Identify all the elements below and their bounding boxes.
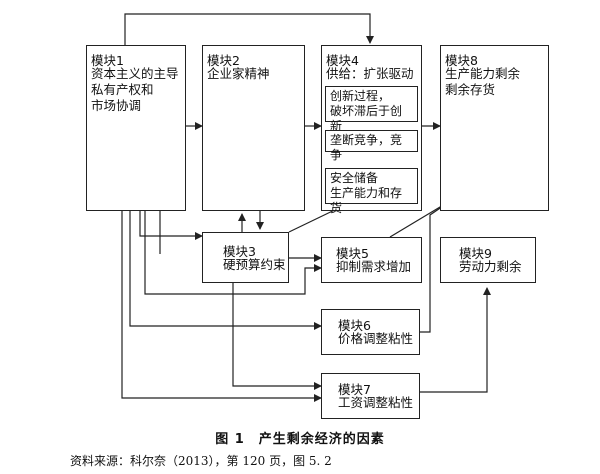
module-3-title: 模块3 [223, 244, 256, 259]
module-2-box: 模块2 企业家精神 [202, 45, 305, 211]
module-1-title: 模块1 [91, 53, 124, 68]
module-9-text: 劳动力剩余 [459, 259, 522, 274]
module-4-box: 模块4 供给：扩张驱动 创新过程， 破坏滞后于创新 垄断竞争，竞争 安全储备 生… [321, 45, 422, 215]
module-8-text: 生产能力剩余 剩余存货 [445, 66, 521, 97]
module-9-title: 模块9 [459, 246, 492, 261]
module-8-title: 模块8 [445, 53, 478, 68]
arrow-m1-to-m6b [129, 211, 322, 330]
module-7-box: 模块7 工资调整粘性 [321, 373, 420, 419]
module-3-box: 模块3 硬预算约束 [202, 232, 289, 283]
module-2-text: 企业家精神 [207, 66, 270, 81]
module-5-text: 抑制需求增加 [336, 259, 412, 274]
module-2-title: 模块2 [207, 53, 240, 68]
module-4-item-innovation: 创新过程， 破坏滞后于创新 [325, 86, 418, 133]
figure-caption: 图 1 产生剩余经济的因素 [215, 432, 385, 447]
module-3-text: 硬预算约束 [223, 257, 286, 272]
arrow-m1-to-m4-top [124, 13, 374, 45]
arrow-m3-to-m7 [232, 283, 322, 390]
arrow-m1-to-m3 [139, 211, 203, 240]
module-5-box: 模块5 抑制需求增加 [321, 237, 422, 283]
module-8-box: 模块8 生产能力剩余 剩余存货 [440, 45, 549, 211]
module-4-title: 模块4 [326, 53, 359, 68]
module-4-text: 供给：扩张驱动 [326, 66, 414, 81]
arrow-m7-to-m9 [420, 287, 491, 393]
module-4-item-reserve: 安全储备 生产能力和存货 [325, 168, 418, 215]
module-1-text: 资本主义的主导 私有产权和 市场协调 [91, 66, 179, 113]
module-4-item-competition: 垄断竞争，竞争 [325, 130, 418, 162]
arrow-m1-to-m6 [144, 211, 322, 295]
module-6-title: 模块6 [338, 318, 371, 333]
module-5-title: 模块5 [336, 246, 369, 261]
module-6-box: 模块6 价格调整粘性 [321, 309, 420, 355]
arrow-m1-to-m7 [121, 211, 322, 402]
module-7-title: 模块7 [338, 382, 371, 397]
figure-source: 资料来源：科尔奈（2013），第 120 页，图 5. 2 [70, 454, 332, 468]
module-6-text: 价格调整粘性 [338, 331, 414, 346]
module-9-box: 模块9 劳动力剩余 [440, 237, 536, 283]
module-7-text: 工资调整粘性 [338, 395, 414, 410]
module-1-box: 模块1 资本主义的主导 私有产权和 市场协调 [86, 45, 186, 211]
